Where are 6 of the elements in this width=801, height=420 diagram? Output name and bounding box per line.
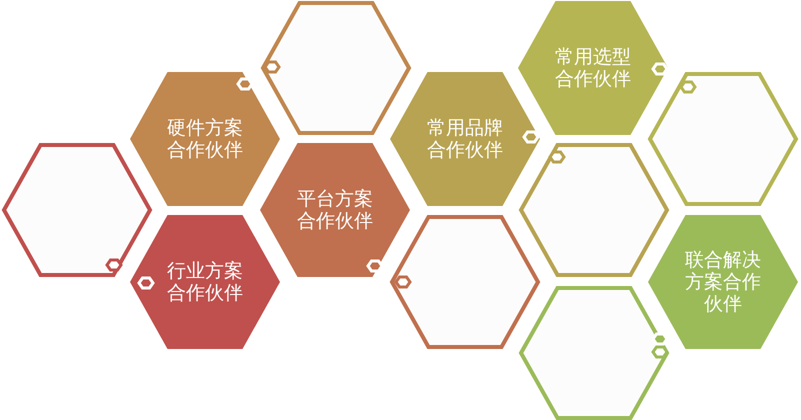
hexagon-label: 联合解决方案合作伙伴	[684, 249, 762, 315]
hexagon-label: 常用选型合作伙伴	[554, 46, 632, 90]
hexagon-label: 平台方案合作伙伴	[296, 188, 374, 232]
hexagon-label: 硬件方案合作伙伴	[166, 117, 244, 161]
hexagon-label: 行业方案合作伙伴	[166, 260, 244, 304]
hexagon-label: 常用品牌合作伙伴	[426, 117, 504, 161]
